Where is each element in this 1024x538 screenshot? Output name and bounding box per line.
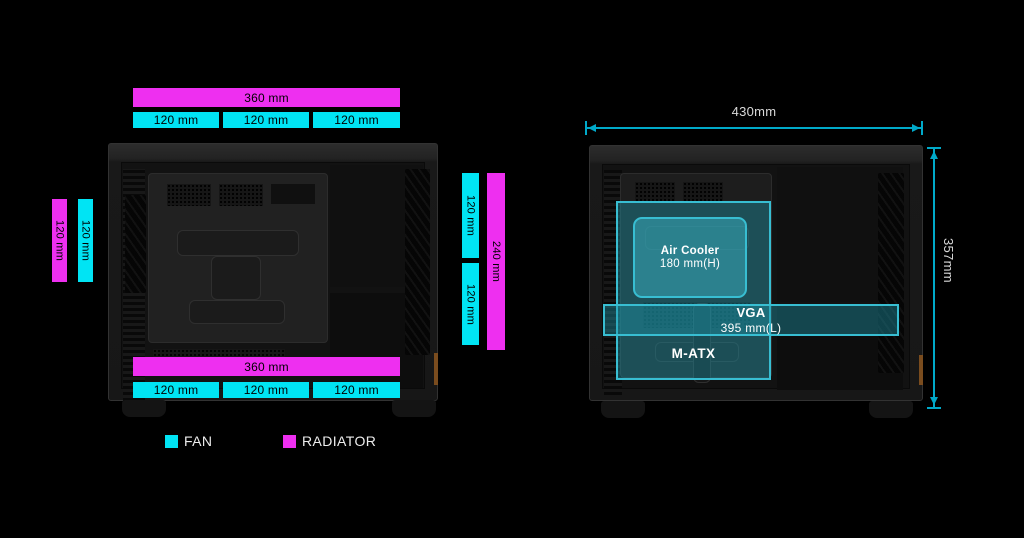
width-dimension-line bbox=[586, 127, 922, 129]
bottom-fan-bar: 120 mm bbox=[223, 382, 309, 398]
vga-value: 395 mm(L) bbox=[720, 321, 782, 335]
arrow-down-icon bbox=[930, 397, 938, 405]
front-radiator-bar: 240 mm bbox=[487, 173, 505, 350]
front-fan-bar: 120 mm bbox=[462, 263, 479, 345]
vent-grid bbox=[167, 184, 211, 206]
case-foot bbox=[392, 400, 436, 417]
radiator-legend-label: RADIATOR bbox=[302, 433, 377, 449]
front-fan-bar: 120 mm bbox=[462, 173, 479, 258]
top-fan-bar: 120 mm bbox=[313, 112, 400, 128]
left-case-illustration bbox=[108, 143, 438, 420]
vga-title: VGA bbox=[736, 305, 766, 320]
cable-routing-cutout bbox=[189, 300, 285, 324]
top-radiator-bar: 360 mm bbox=[133, 88, 400, 107]
case-foot bbox=[869, 401, 913, 418]
matx-label: M-ATX bbox=[671, 346, 716, 361]
air-cooler-value: 180 mm(H) bbox=[659, 258, 721, 270]
bottom-radiator-bar: 360 mm bbox=[133, 357, 400, 376]
rear-radiator-bar: 120 mm bbox=[52, 199, 67, 282]
height-dimension-label: 357mm bbox=[941, 238, 956, 283]
height-dimension-tick-bottom bbox=[927, 407, 941, 409]
accent-trim bbox=[919, 355, 923, 385]
vga-clearance-box: VGA 395 mm(L) bbox=[603, 304, 899, 336]
case-foot bbox=[122, 400, 166, 417]
fan-legend-label: FAN bbox=[184, 433, 213, 449]
air-cooler-title: Air Cooler bbox=[660, 245, 720, 257]
arrow-up-icon bbox=[930, 151, 938, 159]
top-fan-bar: 120 mm bbox=[223, 112, 309, 128]
width-dimension-tick-right bbox=[921, 121, 923, 135]
top-fan-bar: 120 mm bbox=[133, 112, 219, 128]
accent-trim bbox=[434, 353, 438, 385]
air-cooler-clearance-box: Air Cooler 180 mm(H) bbox=[633, 217, 747, 298]
radiator-legend-swatch bbox=[283, 435, 296, 448]
vent-grid bbox=[683, 182, 723, 202]
vent-grid bbox=[219, 184, 263, 206]
bottom-fan-bar: 120 mm bbox=[313, 382, 400, 398]
front-fan-column bbox=[405, 169, 430, 355]
height-dimension-line bbox=[933, 148, 935, 408]
cable-routing-cutout bbox=[177, 230, 299, 256]
rear-fan-bar: 120 mm bbox=[78, 199, 93, 282]
height-dimension-tick-top bbox=[927, 147, 941, 149]
pcie-slot-cover bbox=[693, 303, 711, 383]
case-foot bbox=[601, 401, 645, 418]
io-cutout bbox=[271, 184, 315, 204]
motherboard-tray bbox=[148, 173, 328, 343]
width-dimension-tick-left bbox=[585, 121, 587, 135]
bottom-fan-bar: 120 mm bbox=[133, 382, 219, 398]
fan-legend-swatch bbox=[165, 435, 178, 448]
arrow-right-icon bbox=[912, 124, 920, 132]
rear-fan bbox=[125, 195, 146, 293]
vent-grid bbox=[635, 182, 675, 202]
width-dimension-label: 430mm bbox=[731, 104, 777, 119]
arrow-left-icon bbox=[588, 124, 596, 132]
cpu-cutout bbox=[211, 256, 261, 300]
front-fan-column bbox=[878, 173, 904, 373]
